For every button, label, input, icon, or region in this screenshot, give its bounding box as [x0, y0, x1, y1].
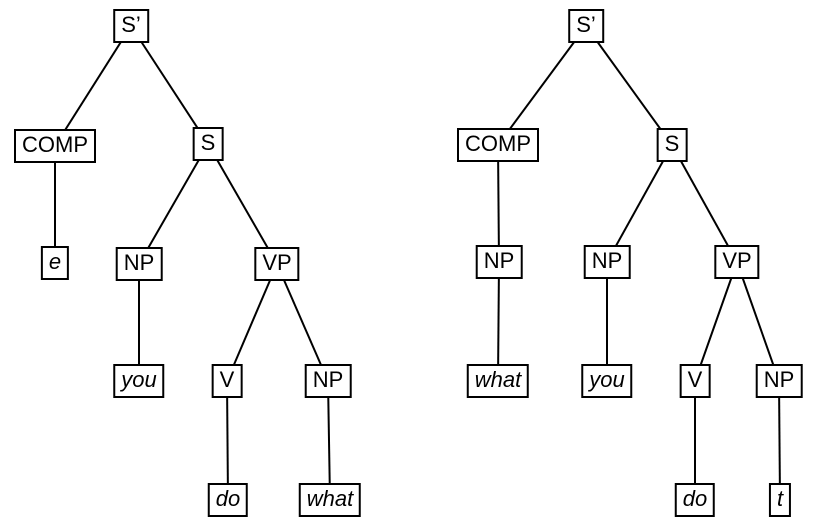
tree-edge-right-tree-sprime-comp — [497, 25, 587, 146]
tree-node-left-tree-s: S — [192, 127, 224, 161]
tree-node-left-tree-what: what — [298, 483, 362, 517]
tree-node-left-tree-v: V — [211, 364, 243, 398]
tree-edge-right-tree-vp-np3 — [736, 261, 780, 382]
tree-node-right-tree-what: what — [466, 364, 530, 398]
tree-node-left-tree-e: e — [40, 246, 70, 280]
tree-node-right-tree-t: t — [768, 483, 792, 517]
tree-edge-right-tree-s-vp — [671, 144, 738, 263]
tree-node-left-tree-np1: NP — [115, 247, 163, 281]
tree-node-right-tree-comp: COMP — [457, 128, 539, 162]
tree-node-right-tree-you: you — [581, 364, 633, 398]
tree-edge-right-tree-np3-t — [778, 380, 781, 501]
tree-node-right-tree-sprime: S’ — [568, 9, 604, 43]
tree-edge-left-tree-vp-v — [226, 263, 278, 382]
tree-edge-right-tree-comp-np1 — [497, 144, 500, 263]
tree-node-left-tree-sprime: S’ — [113, 9, 149, 43]
tree-edge-left-tree-v-do — [226, 380, 229, 501]
tree-node-left-tree-vp: VP — [254, 247, 300, 281]
tree-edge-left-tree-sprime-comp — [54, 25, 132, 147]
tree-edge-left-tree-np2-what — [327, 380, 331, 501]
tree-node-right-tree-do: do — [674, 483, 716, 517]
tree-node-left-tree-comp: COMP — [14, 129, 96, 163]
tree-node-left-tree-you: you — [113, 364, 165, 398]
tree-edge-left-tree-s-np1 — [138, 143, 209, 265]
tree-edge-right-tree-s-np2 — [606, 144, 673, 263]
tree-node-right-tree-v: V — [679, 364, 711, 398]
tree-node-right-tree-s: S — [656, 128, 688, 162]
tree-edge-right-tree-np1-what — [497, 261, 500, 382]
tree-node-right-tree-np3: NP — [755, 364, 803, 398]
tree-node-left-tree-do: do — [207, 483, 249, 517]
tree-edge-right-tree-sprime-s — [585, 25, 673, 146]
tree-edge-left-tree-vp-np2 — [276, 263, 329, 382]
tree-node-left-tree-np2: NP — [304, 364, 352, 398]
tree-edge-right-tree-vp-v — [694, 261, 738, 382]
tree-node-right-tree-np1: NP — [475, 245, 523, 279]
tree-edge-left-tree-sprime-s — [130, 25, 209, 145]
tree-edge-left-tree-s-vp — [207, 143, 278, 265]
tree-node-right-tree-vp: VP — [714, 245, 760, 279]
tree-node-right-tree-np2: NP — [583, 245, 631, 279]
